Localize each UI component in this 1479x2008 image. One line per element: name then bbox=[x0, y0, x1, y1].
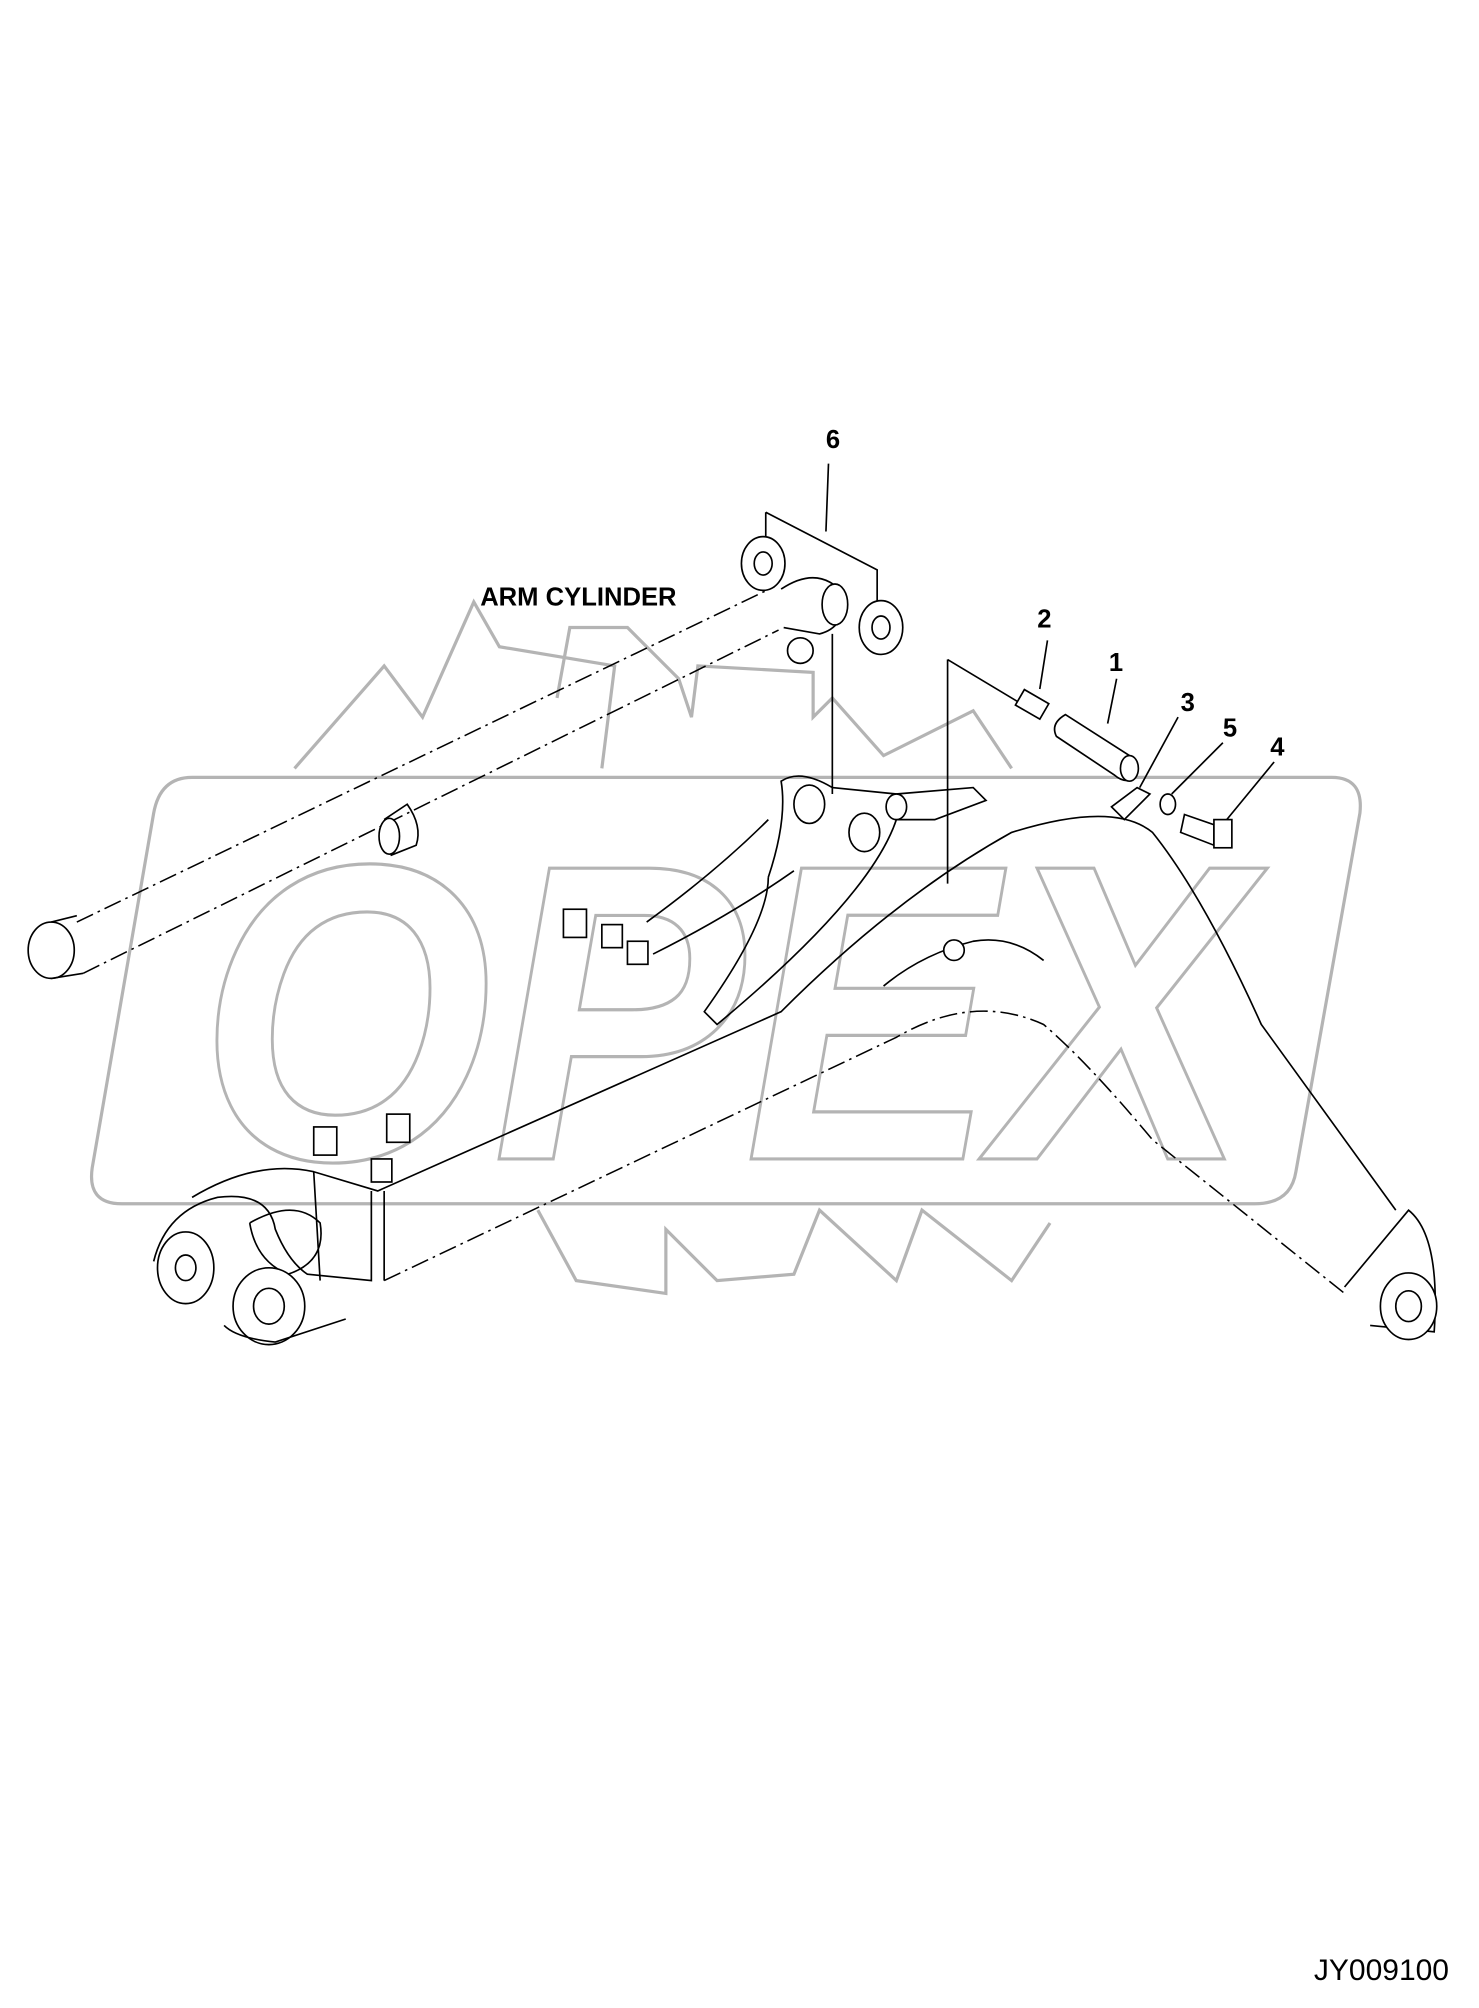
arm-cylinder bbox=[27, 576, 849, 980]
callout-label-3: 3 bbox=[1181, 689, 1195, 717]
callout-label-2: 2 bbox=[1037, 606, 1051, 634]
callout-label-6: 6 bbox=[826, 426, 840, 454]
arm-cylinder-label: ARM CYLINDER bbox=[480, 584, 676, 612]
boom bbox=[152, 775, 1438, 1346]
opex-watermark-logo: OPEX bbox=[89, 598, 1362, 1296]
drawing-code: JY009100 bbox=[1313, 1954, 1449, 1987]
callout-label-5: 5 bbox=[1223, 714, 1237, 742]
pin-assembly-parts: 2 1 3 5 4 bbox=[946, 606, 1285, 884]
callout-label-1: 1 bbox=[1109, 649, 1123, 677]
svg-text:OPEX: OPEX bbox=[198, 776, 1268, 1249]
callout-6: 6 bbox=[740, 426, 904, 794]
callout-label-4: 4 bbox=[1270, 734, 1285, 762]
